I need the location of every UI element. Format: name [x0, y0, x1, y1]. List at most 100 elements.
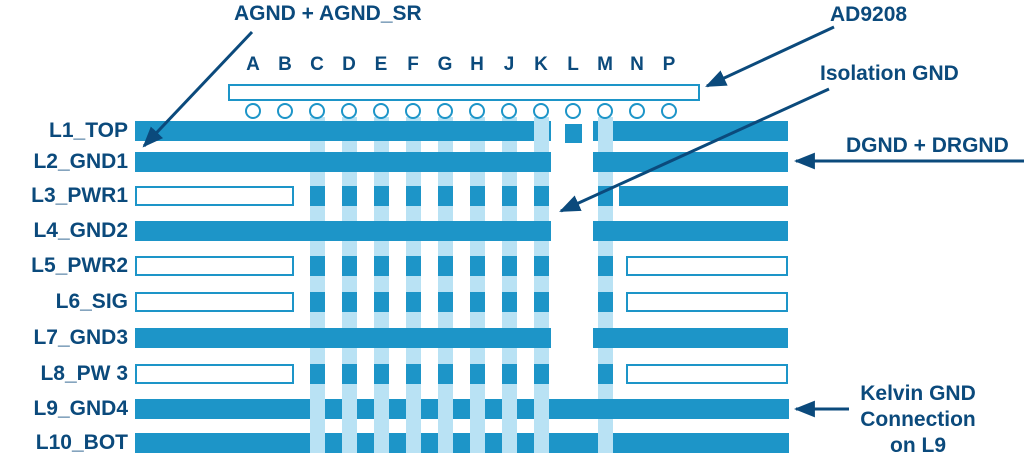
- via-connection: [597, 256, 613, 276]
- layer-bar: [135, 256, 294, 276]
- layer-bar: [593, 121, 788, 141]
- layer-label: L9_GND4: [33, 397, 128, 420]
- layer-label: L5_PWR2: [31, 254, 128, 277]
- via-connection: [405, 364, 421, 384]
- annotation-kelvin-gnd: Kelvin GND Connection on L9: [846, 381, 990, 459]
- layer-label: L6_SIG: [55, 290, 128, 313]
- annotation-agnd: AGND + AGND_SR: [234, 2, 422, 25]
- bga-ball: [629, 103, 645, 119]
- via-connection: [597, 364, 613, 384]
- bga-ball: [437, 103, 453, 119]
- bga-ball: [597, 103, 613, 119]
- kelvin-line-3: on L9: [890, 434, 946, 457]
- via-connection: [469, 256, 485, 276]
- ball-column-letter: H: [470, 54, 484, 75]
- via-connection: [341, 121, 357, 141]
- via-connection: [341, 186, 357, 206]
- layer-label: L4_GND2: [33, 219, 128, 242]
- bga-ball: [309, 103, 325, 119]
- via-connection: [373, 256, 389, 276]
- via-connection: [501, 256, 517, 276]
- layer-bar: [135, 186, 294, 206]
- via-connection: [501, 364, 517, 384]
- via-connection: [501, 186, 517, 206]
- ball-column-letter: E: [374, 54, 388, 75]
- bga-ball: [501, 103, 517, 119]
- layer-bar: [593, 152, 788, 172]
- via-connection: [437, 292, 453, 312]
- via-connection: [597, 399, 613, 419]
- package-outline: [228, 84, 700, 101]
- via-connection: [469, 186, 485, 206]
- via-connection: [405, 221, 421, 241]
- layer-label: L10_BOT: [35, 431, 128, 454]
- via-connection: [373, 292, 389, 312]
- layer-bar: [619, 186, 788, 206]
- bga-ball: [661, 103, 677, 119]
- via-connection: [405, 292, 421, 312]
- via-connection: [341, 292, 357, 312]
- via-connection: [533, 221, 549, 241]
- via-connection: [597, 292, 613, 312]
- ball-column-letter: F: [407, 54, 419, 75]
- via-connection: [469, 364, 485, 384]
- bga-ball: [277, 103, 293, 119]
- layer-bar: [626, 256, 788, 276]
- layer-label: L7_GND3: [33, 326, 128, 349]
- annotation-ad9208: AD9208: [830, 3, 908, 26]
- bga-ball: [341, 103, 357, 119]
- via-connection: [405, 256, 421, 276]
- via-connection: [341, 152, 357, 172]
- layer-bar: [135, 364, 294, 384]
- layer-label: L1_TOP: [49, 119, 128, 142]
- ball-column-letter: N: [630, 54, 644, 75]
- via-connection: [437, 328, 453, 348]
- bga-ball: [405, 103, 421, 119]
- via-connection: [469, 152, 485, 172]
- via-connection: [533, 186, 549, 206]
- via-connection: [341, 328, 357, 348]
- ball-column-letter: G: [437, 54, 453, 75]
- via-connection: [437, 186, 453, 206]
- kelvin-line-1: Kelvin GND: [860, 382, 976, 405]
- via-connection: [373, 152, 389, 172]
- via-connection: [501, 221, 517, 241]
- ball-column-letter: C: [310, 54, 324, 75]
- via-connection: [469, 328, 485, 348]
- ball-column-letter: K: [534, 54, 548, 75]
- layer-bar: [135, 433, 789, 453]
- via-connection: [405, 152, 421, 172]
- l1-stub: [564, 124, 582, 143]
- via-connection: [341, 256, 357, 276]
- via-connection: [437, 256, 453, 276]
- via-connection: [437, 364, 453, 384]
- layer-label: L8_PW 3: [40, 362, 128, 385]
- via-connection: [597, 186, 613, 206]
- ball-column-letter: B: [278, 54, 292, 75]
- via-connection: [533, 364, 549, 384]
- bga-ball: [245, 103, 261, 119]
- via-connection: [597, 328, 613, 348]
- ball-column-letter: A: [246, 54, 260, 75]
- via-connection: [469, 121, 485, 141]
- layer-bar: [593, 328, 788, 348]
- via-connection: [533, 292, 549, 312]
- ball-column-letter: L: [567, 54, 579, 75]
- via-connection: [501, 328, 517, 348]
- layer-bar: [626, 364, 788, 384]
- via-connection: [437, 121, 453, 141]
- ball-column-letter: P: [662, 54, 676, 75]
- bga-ball: [533, 103, 549, 119]
- kelvin-line-2: Connection: [860, 408, 976, 431]
- ball-column-letter: J: [503, 54, 515, 75]
- bga-ball: [565, 103, 581, 119]
- annotation-isolation-gnd: Isolation GND: [820, 62, 959, 85]
- bga-ball: [469, 103, 485, 119]
- via-connection: [309, 292, 325, 312]
- layer-bar: [135, 292, 294, 312]
- via-connection: [501, 121, 517, 141]
- via-connection: [405, 121, 421, 141]
- via-connection: [533, 152, 549, 172]
- via-connection: [309, 256, 325, 276]
